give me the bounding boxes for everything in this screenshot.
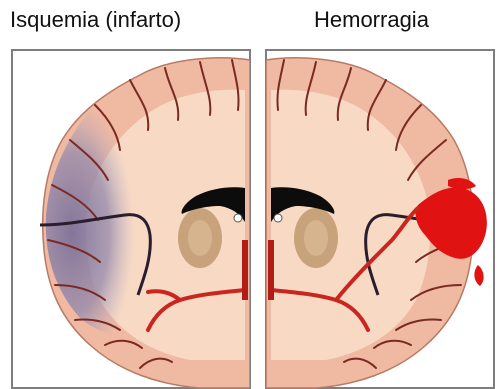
- left-hemisphere: [40, 58, 250, 388]
- right-hemisphere: [266, 58, 487, 388]
